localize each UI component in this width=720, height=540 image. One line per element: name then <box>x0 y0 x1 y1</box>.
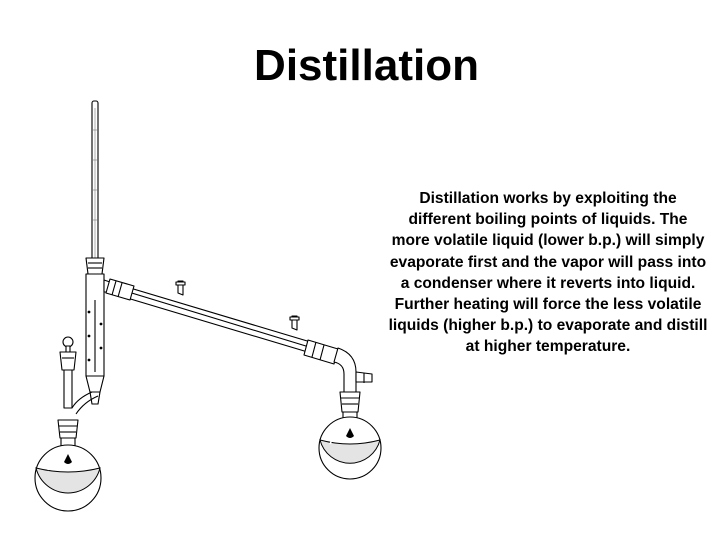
condenser <box>103 278 345 365</box>
thermometer-adapter <box>85 257 105 275</box>
vacuum-adapter <box>333 347 373 413</box>
fractionating-column <box>85 273 105 405</box>
receiving-flask <box>318 411 382 480</box>
slide-title: Distillation <box>254 41 479 90</box>
distilling-flask <box>34 336 102 512</box>
body-text: Distillation works by exploiting the dif… <box>388 190 708 356</box>
